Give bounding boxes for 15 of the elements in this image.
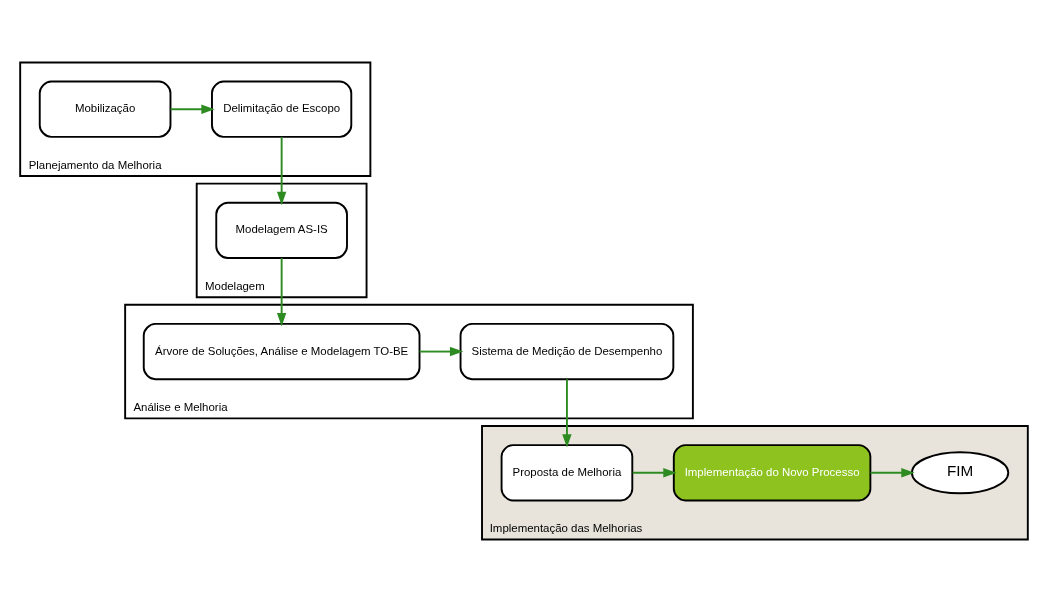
node-box: Implementação do Novo Processo	[672, 443, 872, 501]
node-ellipse: FIM	[910, 450, 1010, 494]
arrow	[418, 346, 464, 356]
arrow	[169, 104, 215, 114]
node-box: Mobilização	[38, 80, 172, 138]
arrow	[276, 135, 287, 205]
arrow	[562, 377, 572, 448]
node-box: Sistema de Medição de Desempenho	[459, 322, 675, 380]
node-box: Árvore de Soluções, Análise e Modelagem TO-BE	[142, 322, 421, 380]
node-box: Delimitação de Escopo	[211, 80, 353, 138]
arrow	[631, 467, 677, 477]
node-box: Proposta de Melhoria	[500, 443, 634, 501]
arrow	[869, 467, 915, 477]
arrow	[276, 256, 287, 326]
node-box: Modelagem AS-IS	[215, 201, 348, 259]
